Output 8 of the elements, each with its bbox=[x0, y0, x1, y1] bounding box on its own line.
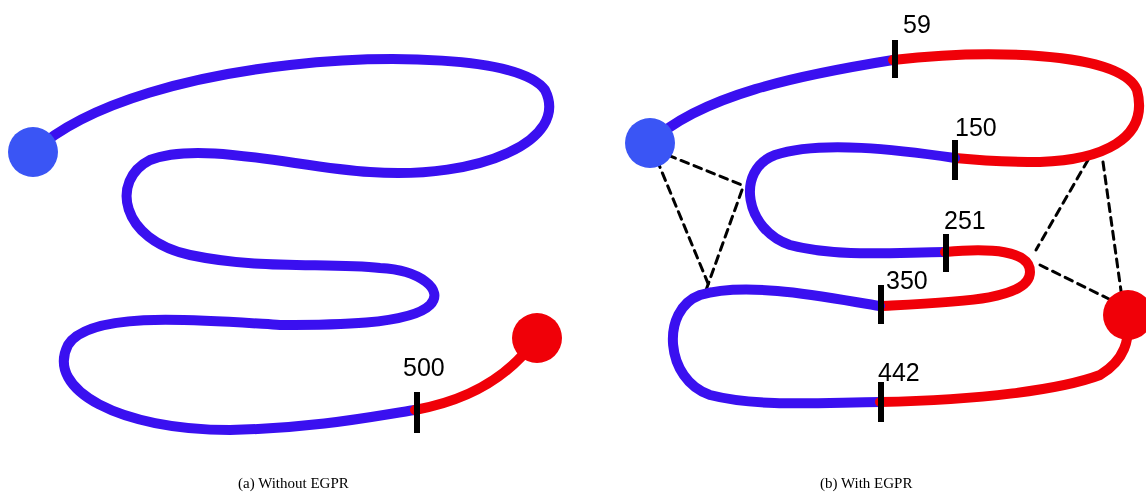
panel-caption: (a) Without EGPR bbox=[238, 476, 349, 491]
panel-caption: (b) With EGPR bbox=[820, 476, 913, 491]
tick-label: 150 bbox=[955, 115, 997, 140]
tick-label: 251 bbox=[944, 208, 986, 233]
tick-label: 500 bbox=[403, 355, 445, 380]
tick-label: 442 bbox=[878, 360, 920, 385]
tick-label: 350 bbox=[886, 268, 928, 293]
tick-label: 59 bbox=[903, 12, 931, 37]
